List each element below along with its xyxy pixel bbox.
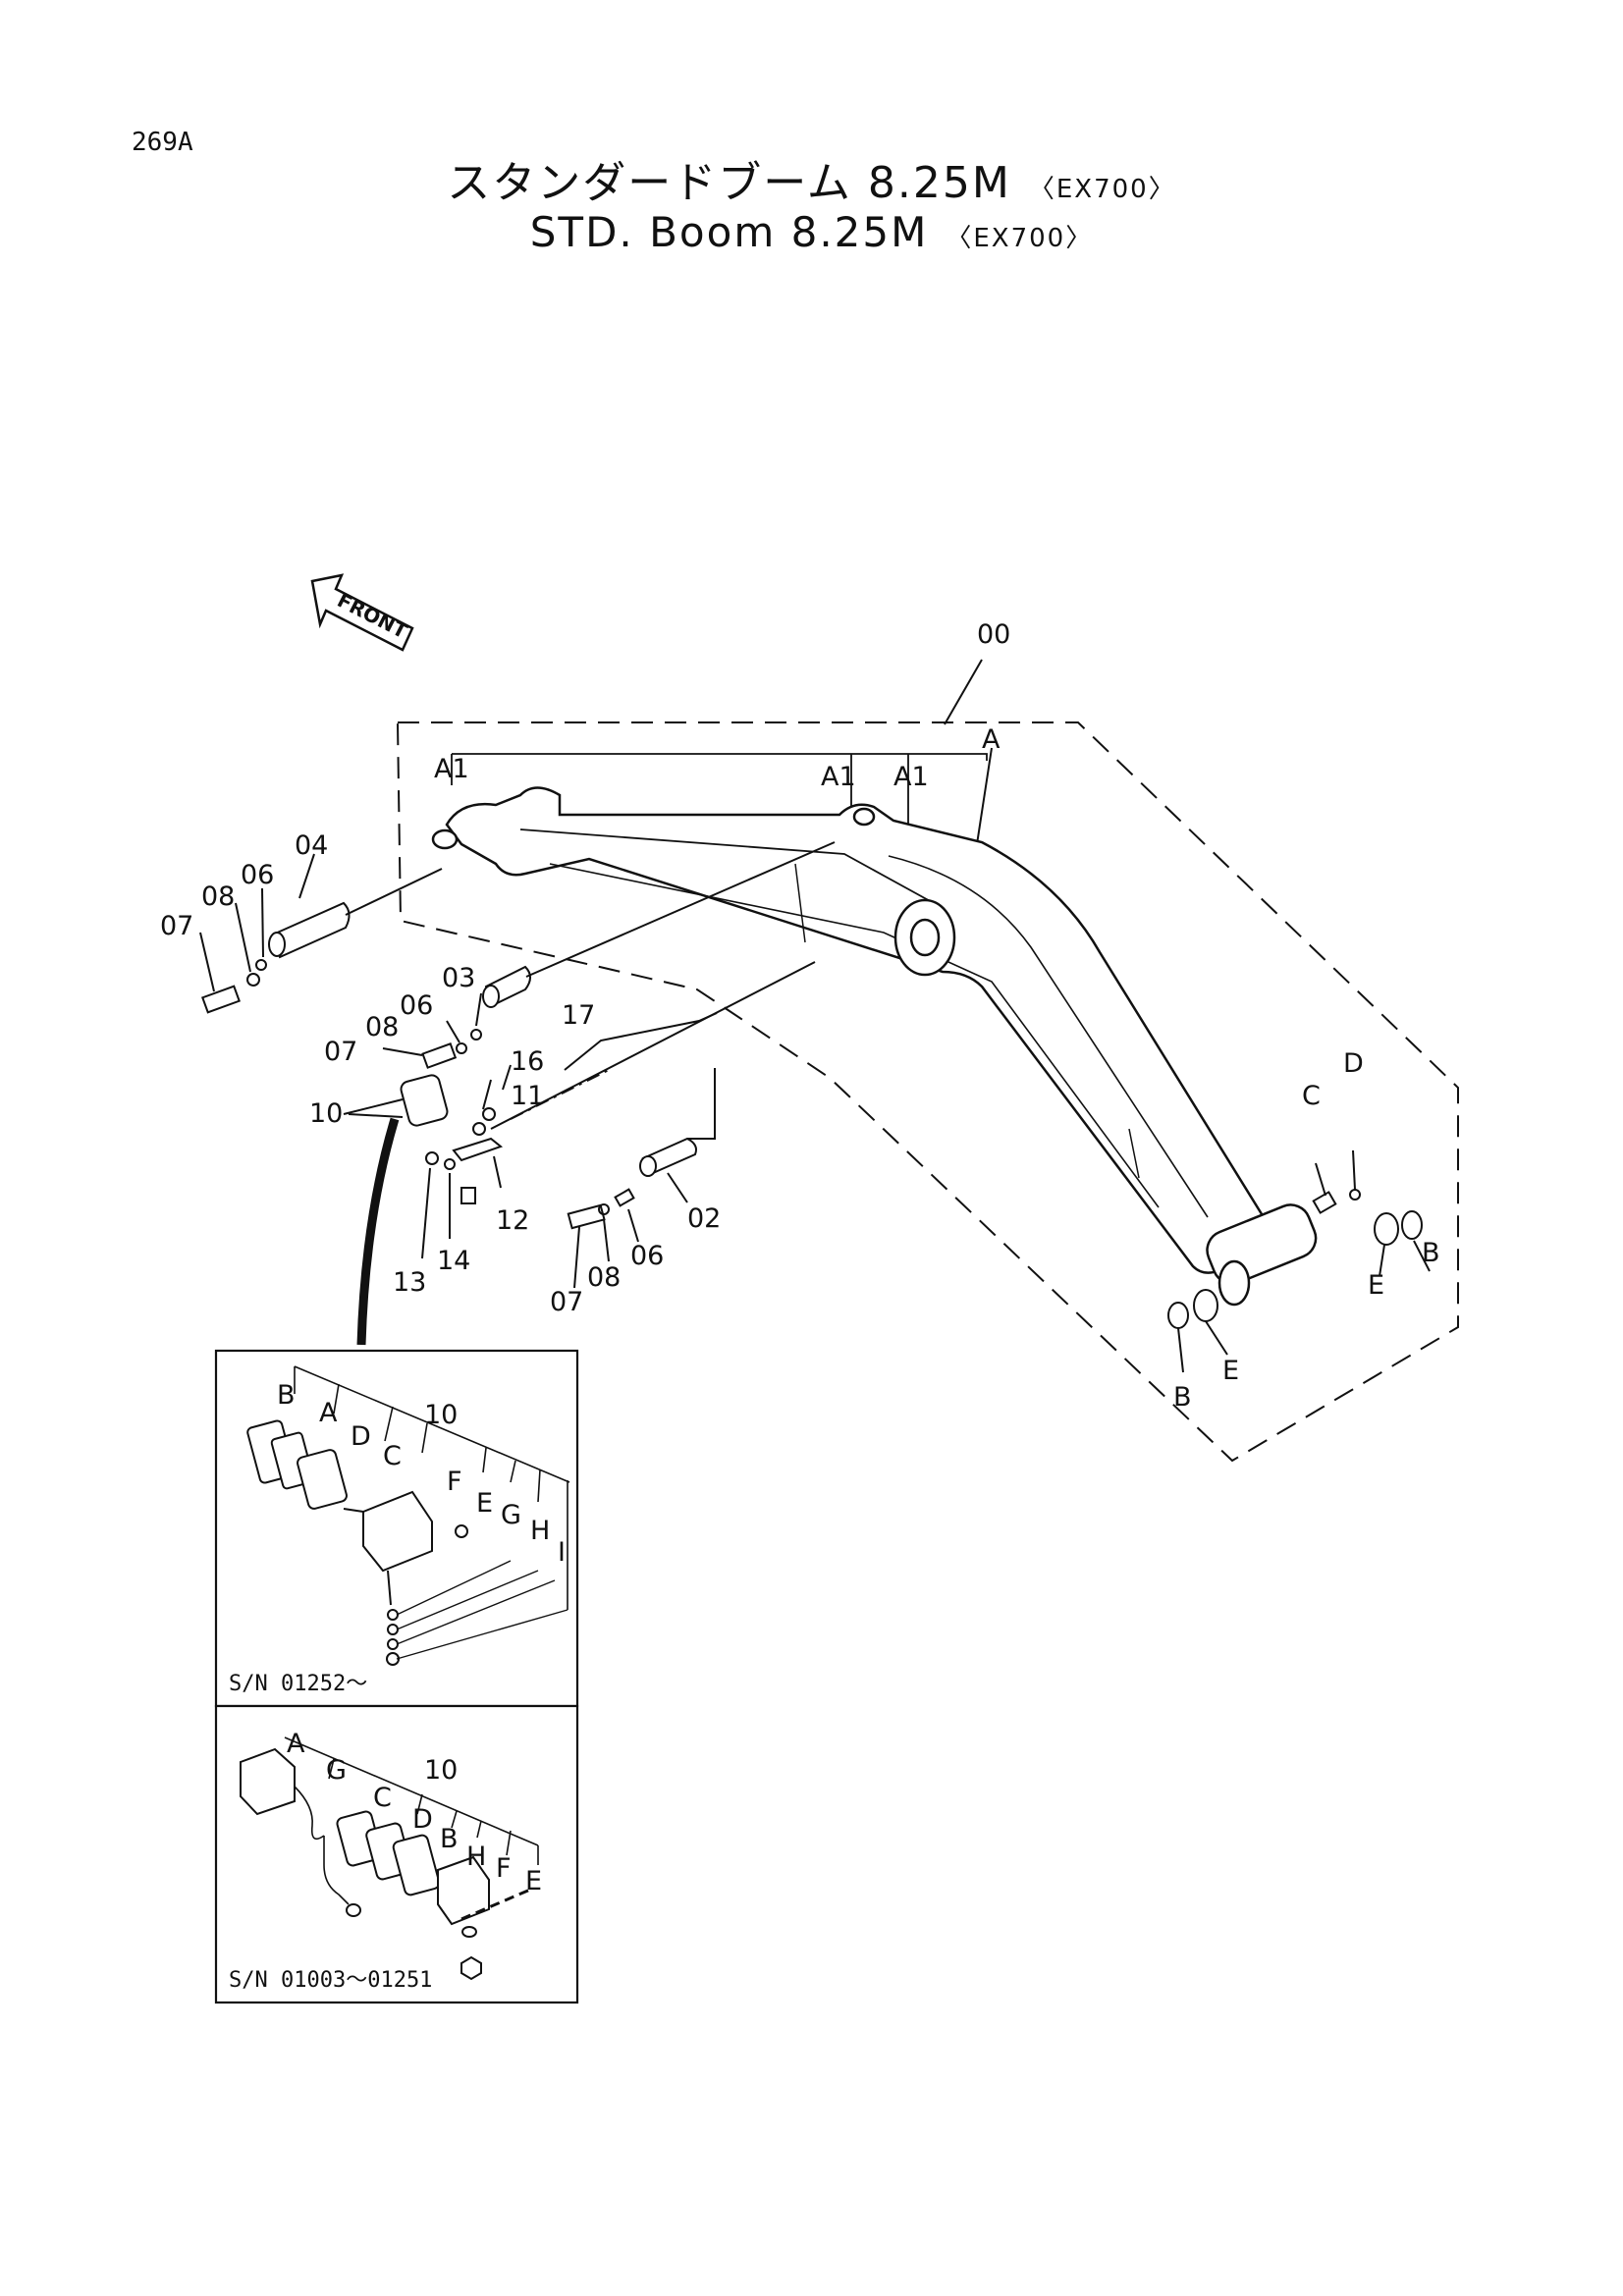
inset-lower-g: G	[326, 1755, 347, 1786]
label-a1-mid: A1	[821, 762, 856, 792]
inset-upper-i: I	[558, 1537, 566, 1568]
label-13: 13	[393, 1267, 426, 1298]
label-b-right: B	[1422, 1238, 1440, 1268]
inset-upper-e: E	[476, 1488, 493, 1519]
inset-upper-h: H	[530, 1516, 550, 1546]
inset-lower-f: F	[496, 1853, 512, 1884]
label-a1-left: A1	[434, 754, 469, 784]
pin-02-assembly	[567, 1068, 716, 1289]
label-06a: 06	[241, 860, 274, 890]
page-id: 269A	[132, 128, 193, 157]
pin-03-assembly	[382, 841, 836, 1069]
inset-upper-c: C	[383, 1441, 402, 1471]
bracket-a	[451, 753, 988, 854]
inset-lower-a: A	[287, 1729, 305, 1759]
label-06c: 06	[630, 1241, 664, 1271]
label-00: 00	[977, 619, 1010, 650]
label-d: D	[1343, 1048, 1364, 1079]
inset-upper-f: F	[447, 1467, 462, 1497]
label-11: 11	[511, 1081, 544, 1111]
pin-04-assembly	[199, 853, 443, 1014]
label-10: 10	[309, 1098, 343, 1129]
label-16: 16	[511, 1046, 544, 1077]
label-a1-right: A1	[893, 762, 929, 792]
assembly-boundary	[396, 721, 1459, 1463]
inset-lower: A G 10 C D B H F E S/N 01003～01251	[214, 1704, 579, 2004]
lamp-callout-connector	[356, 1117, 400, 1346]
leader-00	[944, 659, 983, 725]
inset-lower-10: 10	[424, 1755, 458, 1786]
inset-upper-d: D	[351, 1421, 371, 1452]
front-arrow-icon: FRONT	[310, 573, 414, 652]
inset-upper-a: A	[319, 1398, 338, 1428]
title-japanese: スタンダードブーム 8.25M 〈EX700〉	[0, 147, 1623, 210]
label-07a: 07	[160, 911, 193, 941]
inset-lower-b: B	[440, 1824, 459, 1854]
label-c: C	[1302, 1081, 1321, 1111]
title-jp-text: スタンダードブーム 8.25M	[447, 158, 1011, 208]
label-07c: 07	[550, 1287, 583, 1317]
label-04: 04	[295, 830, 328, 861]
label-02: 02	[687, 1203, 721, 1234]
inset-lower-e: E	[525, 1866, 542, 1896]
label-08c: 08	[587, 1262, 621, 1293]
label-e-low: E	[1222, 1356, 1239, 1386]
title-en-model: 〈EX700〉	[946, 224, 1094, 253]
inset-lower-serial: S/N 01003～01251	[229, 1968, 432, 1993]
label-a: A	[982, 724, 1001, 755]
label-b-low: B	[1173, 1382, 1192, 1413]
title-en-text: STD. Boom 8.25M	[529, 208, 929, 256]
lamp-assembly	[343, 961, 816, 1259]
inset-lower-d: D	[412, 1804, 433, 1835]
inset-upper: B A D C 10 F E G H I S/N 01252～	[214, 1349, 579, 1708]
inset-lower-c: C	[373, 1783, 392, 1813]
label-12: 12	[496, 1205, 529, 1236]
inset-upper-serial: S/N 01252～	[229, 1672, 367, 1696]
label-14: 14	[437, 1246, 470, 1276]
label-08a: 08	[201, 881, 235, 912]
label-17: 17	[562, 1000, 595, 1031]
label-e-right: E	[1368, 1270, 1384, 1301]
title-jp-model: 〈EX700〉	[1028, 175, 1176, 204]
label-03: 03	[442, 963, 475, 993]
title-english: STD. Boom 8.25M 〈EX700〉	[0, 208, 1623, 256]
label-08b: 08	[365, 1012, 399, 1042]
leader-a	[976, 747, 993, 845]
inset-upper-g: G	[501, 1500, 521, 1530]
foot-bushings	[1167, 1149, 1431, 1373]
inset-upper-10: 10	[424, 1400, 458, 1430]
inset-lower-h: H	[466, 1842, 486, 1872]
label-06b: 06	[400, 990, 433, 1021]
inset-upper-b: B	[277, 1380, 296, 1411]
boom-body	[431, 786, 1318, 1307]
label-07b: 07	[324, 1037, 357, 1067]
